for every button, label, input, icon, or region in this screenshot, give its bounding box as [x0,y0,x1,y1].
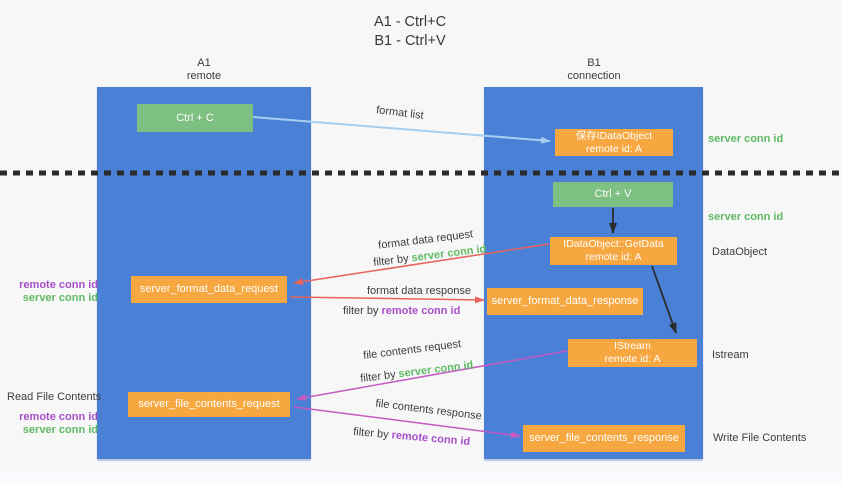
remote-conn-id-text: remote conn id [19,279,98,291]
node-save-dataobject-line1: 保存IDataObject [575,129,653,142]
lane-header-a1: A1 remote [154,57,254,83]
node-server-format-data-response: server_format_data_response [487,288,643,315]
server-conn-id-text: server conn id [22,424,98,436]
server-conn-id-text: server conn id [397,359,474,381]
label-file-contents-request: file contents request [362,338,462,362]
annotation-istream: Istream [712,349,749,361]
lane-a1-name: A1 [197,57,211,69]
node-getdata-line2: remote id: A [585,251,642,263]
node-idataobject-getdata: IDataObject::GetData remote id: A [550,237,677,265]
node-file-response-label: server_file_contents_response [529,432,679,444]
label-format-data-response: format data response [367,285,471,297]
node-ctrl-v: Ctrl + V [553,182,673,207]
node-format-request-label: server_format_data_request [139,283,279,295]
filter-by-text: filter by [372,252,410,269]
label-format-list: format list [375,104,425,122]
filter-by-text: filter by [343,305,379,317]
node-istream: IStream remote id: A [568,339,697,367]
annotation-dataobject: DataObject [712,246,768,258]
node-getdata-line1: IDataObject::GetData [563,238,664,250]
node-ctrl-c-label: Ctrl + C [176,111,214,124]
title-line1: A1 - Ctrl+C [373,14,447,30]
annotation-read-file-contents: Read File Contents [7,391,102,403]
label-file-contents-response: file contents response [374,397,483,423]
lane-header-b1: B1 connection [544,57,644,83]
diagram-title: A1 - Ctrl+C B1 - Ctrl+V [320,13,500,51]
server-conn-id-text: server conn id [22,292,98,304]
node-ctrl-v-label: Ctrl + V [594,188,632,200]
title-line2: B1 - Ctrl+V [374,33,446,49]
node-ctrl-c: Ctrl + C [137,104,253,132]
lane-b1-subtitle: connection [567,70,621,82]
node-server-file-contents-response: server_file_contents_response [523,425,685,452]
node-server-file-contents-request: server_file_contents_request [128,392,290,417]
node-istream-line2: remote id: A [604,353,661,365]
remote-conn-id-text: remote conn id [391,429,471,449]
annotation-server-conn-id-1: server conn id [708,133,784,145]
filter-by-text: filter by [352,425,390,441]
remote-conn-id-text: remote conn id [19,411,98,423]
annotation-server-conn-id-2: server conn id [708,211,784,223]
remote-conn-id-text: remote conn id [381,305,461,317]
lane-a1-subtitle: remote [186,70,222,82]
node-save-dataobject: 保存IDataObject remote id: A [555,129,673,156]
annotation-conn-id-pair-2: remote conn id server conn id [8,411,98,437]
annotation-write-file-contents: Write File Contents [713,432,807,444]
node-format-response-label: server_format_data_response [491,295,639,307]
node-istream-line1: IStream [614,340,651,352]
annotation-conn-id-pair-1: remote conn id server conn id [8,279,98,305]
filter-by-text: filter by [359,368,397,385]
node-file-request-label: server_file_contents_request [138,398,280,410]
node-server-format-data-request: server_format_data_request [131,276,287,303]
node-save-dataobject-line2: remote id: A [585,142,643,155]
lane-b1-name: B1 [587,57,601,69]
